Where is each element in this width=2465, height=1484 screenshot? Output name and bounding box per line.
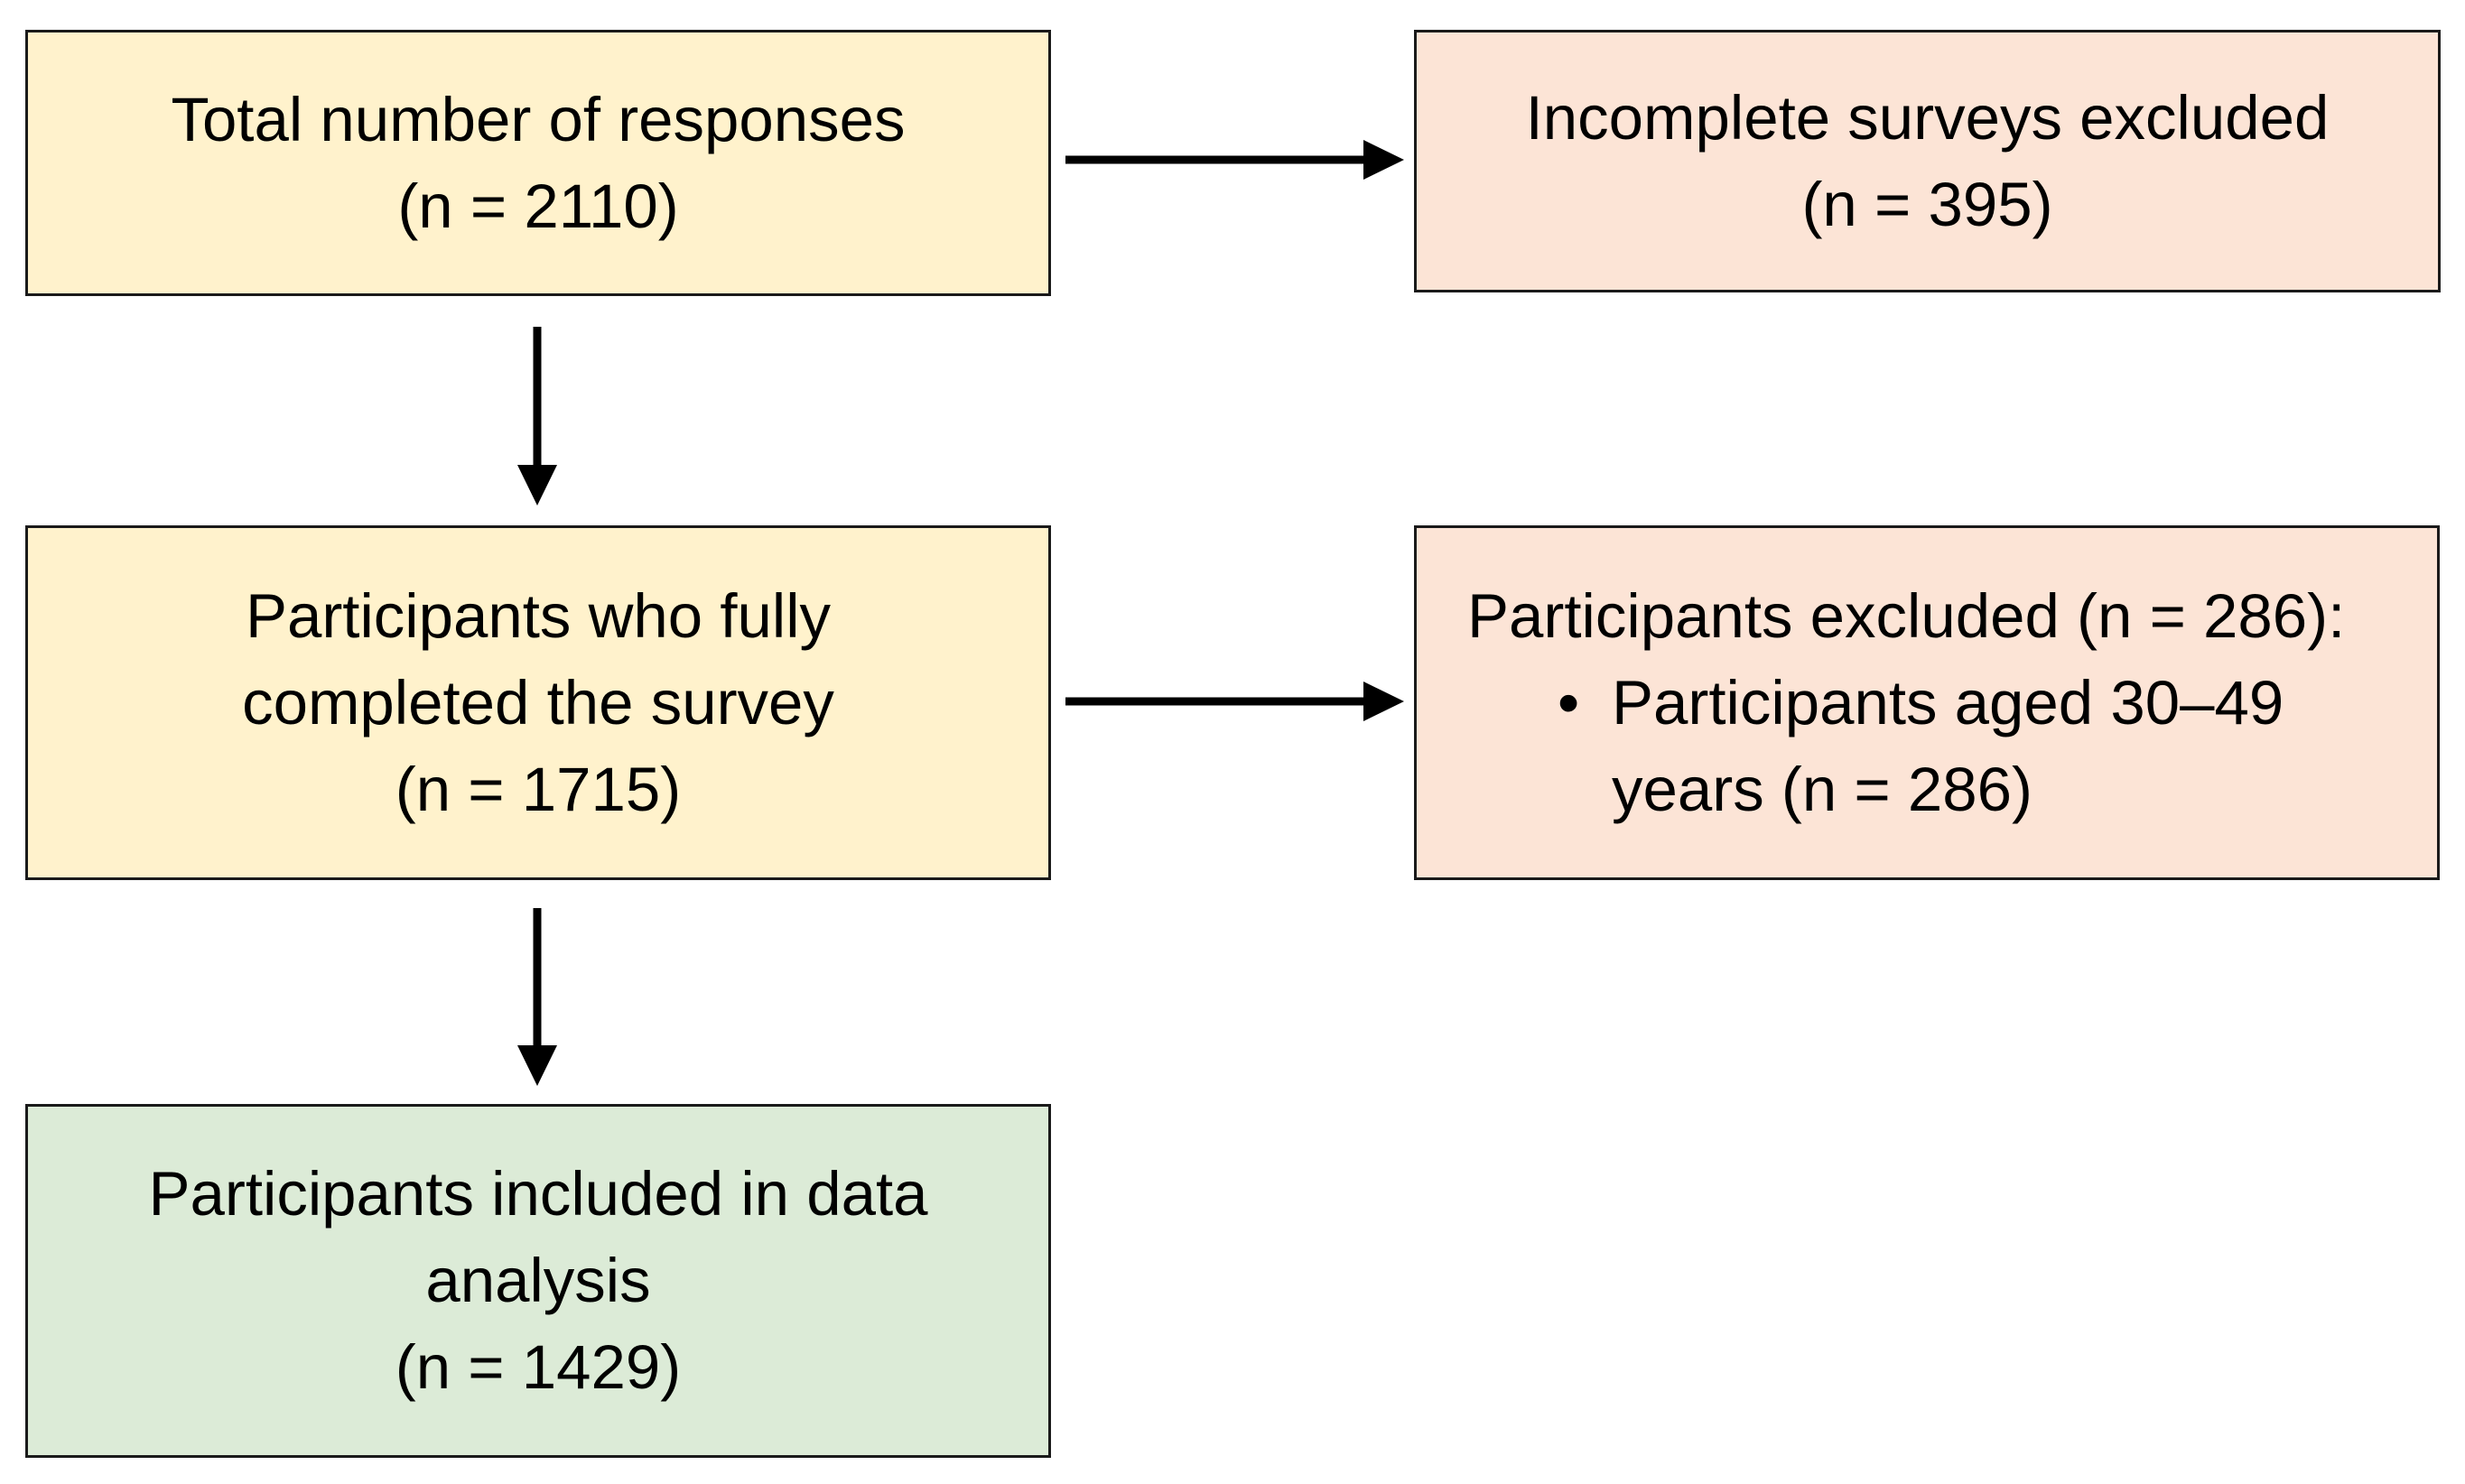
participants-included-box: Participants included in data analysis (…: [25, 1104, 1051, 1458]
arrow-total-to-incomplete: [1065, 140, 1404, 180]
exclusion-reason-item: • Participants aged 30–49 years (n = 286…: [1558, 660, 2284, 833]
total-responses-count: (n = 2110): [397, 171, 679, 241]
completed-survey-label-line1: Participants who fully: [245, 580, 832, 651]
arrow-total-to-completed: [517, 327, 557, 505]
participants-included-label-line2: analysis: [425, 1246, 651, 1315]
participants-included-count: (n = 1429): [395, 1332, 682, 1402]
total-responses-label: Total number of responses: [171, 84, 906, 154]
incomplete-surveys-label: Incomplete surveys excluded: [1525, 82, 2330, 153]
participants-included-label-line1: Participants included in data: [148, 1159, 928, 1229]
completed-survey-count: (n = 1715): [395, 754, 682, 824]
incomplete-surveys-box: Incomplete surveys excluded (n = 395): [1414, 30, 2441, 292]
completed-survey-box: Participants who fully completed the sur…: [25, 525, 1051, 880]
exclusion-reason-line1: Participants aged 30–49: [1612, 667, 2284, 737]
total-responses-box: Total number of responses (n = 2110): [25, 30, 1051, 296]
exclusion-reason-line2: years (n = 286): [1612, 754, 2032, 824]
participants-excluded-box: Participants excluded (n = 286): • Parti…: [1414, 525, 2440, 880]
participants-excluded-heading: Participants excluded (n = 286):: [1467, 580, 2346, 651]
arrow-completed-to-included: [517, 908, 557, 1086]
completed-survey-label-line2: completed the survey: [242, 667, 834, 737]
incomplete-surveys-count: (n = 395): [1801, 169, 2053, 239]
arrow-completed-to-excluded: [1065, 682, 1404, 721]
bullet-icon: •: [1558, 667, 1580, 737]
